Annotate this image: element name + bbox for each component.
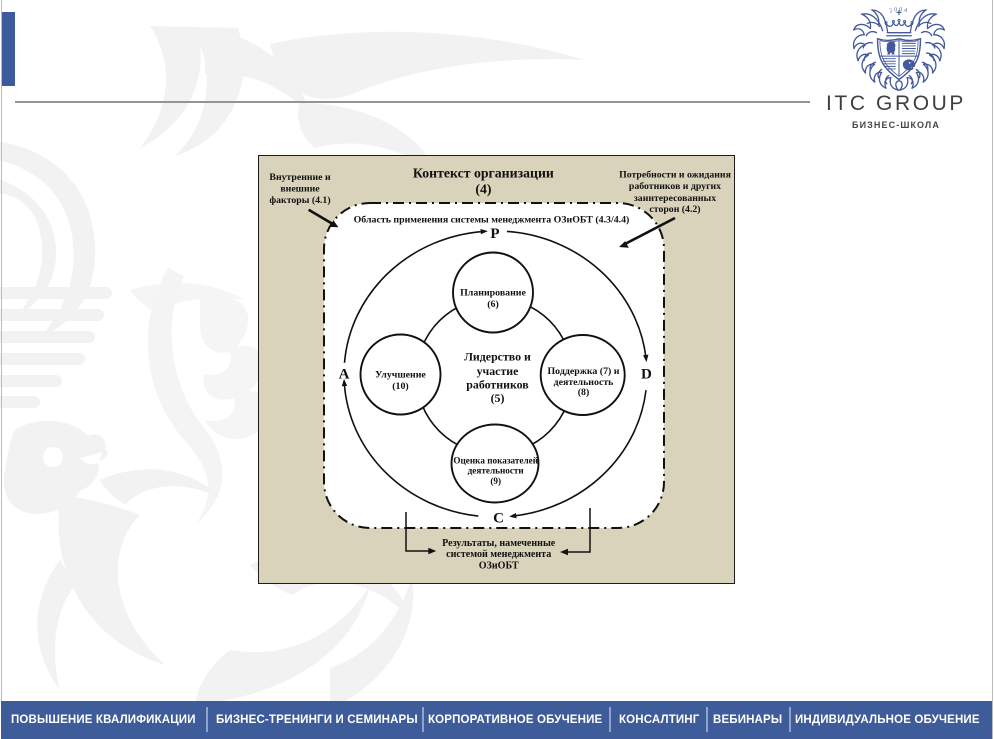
svg-text:(9): (9)	[490, 476, 501, 486]
svg-text:внешние: внешние	[280, 183, 320, 194]
svg-text:(6): (6)	[487, 299, 499, 310]
svg-text:сторон (4.2): сторон (4.2)	[649, 204, 700, 215]
svg-text:C: C	[493, 510, 504, 526]
svg-text:ОЗиОБТ: ОЗиОБТ	[479, 560, 519, 571]
svg-text:Оценка показателей: Оценка показателей	[453, 455, 538, 465]
svg-text:Планирование: Планирование	[460, 288, 526, 299]
svg-text:Область применения системы мен: Область применения системы менеджмента О…	[354, 214, 630, 225]
svg-text:Контекст организации: Контекст организации	[413, 165, 554, 180]
svg-text:Улучшение: Улучшение	[375, 370, 426, 381]
svg-text:работников: работников	[466, 378, 529, 392]
svg-text:(10): (10)	[392, 381, 408, 392]
svg-text:системой менеджмента: системой менеджмента	[446, 549, 551, 560]
svg-text:(5): (5)	[491, 391, 505, 405]
svg-text:Потребности и ожидания: Потребности и ожидания	[619, 169, 731, 180]
svg-text:(8): (8)	[578, 387, 590, 398]
svg-text:деятельности: деятельности	[468, 466, 525, 476]
svg-text:деятельность: деятельность	[554, 377, 614, 388]
svg-text:заинтересованных: заинтересованных	[634, 193, 716, 204]
svg-text:P: P	[490, 226, 499, 242]
svg-text:Результаты, намеченные: Результаты, намеченные	[442, 538, 556, 549]
svg-text:D: D	[641, 367, 652, 383]
svg-text:Внутренние и: Внутренние и	[269, 172, 331, 183]
svg-text:Лидерство и: Лидерство и	[464, 349, 531, 363]
svg-text:участие: участие	[477, 364, 519, 378]
svg-text:A: A	[339, 367, 350, 383]
svg-text:Поддержка (7) и: Поддержка (7) и	[548, 366, 620, 377]
svg-text:(4): (4)	[475, 181, 491, 197]
svg-text:факторы (4.1): факторы (4.1)	[269, 195, 330, 206]
svg-text:работников и других: работников и других	[629, 181, 721, 192]
svg-text:2004: 2004	[889, 7, 910, 15]
